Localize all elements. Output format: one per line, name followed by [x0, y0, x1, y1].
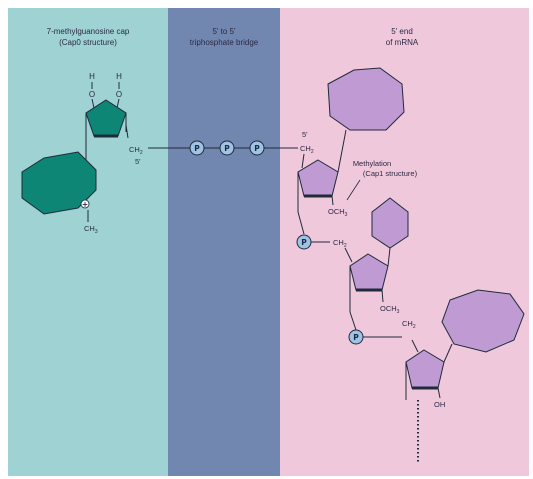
cap-structure: H H O O CH2 5' + CH3	[21, 72, 143, 235]
mrna-ch2-1-bond	[301, 153, 305, 169]
phosphate-circle-1	[189, 140, 205, 156]
cap-base-ring	[21, 151, 97, 215]
mrna-och3-1: OCH3	[328, 207, 348, 218]
mrna-header-line2: of mRNA	[386, 38, 419, 47]
mrna-ch2-3: CH2	[402, 319, 416, 330]
phosphate-label-3: P	[254, 144, 260, 153]
mrna-och3-1-bond	[331, 195, 334, 206]
phosphate-circle-3	[249, 140, 265, 156]
cap-o-left: O	[89, 90, 95, 99]
cap-o-right: O	[116, 90, 122, 99]
mrna-structure: 5' CH2 Methylation (Cap1 structure) OCH3…	[296, 67, 525, 462]
bridge-header-line2: triphosphate bridge	[190, 38, 259, 47]
phosphate-label-2: P	[224, 144, 230, 153]
cap-positive-charge	[80, 199, 90, 209]
mrna-p1-bond	[297, 211, 305, 235]
cap-ch3-label: CH3	[84, 224, 98, 235]
cap-o-bond-right	[116, 98, 120, 109]
mrna-ch2-2-bond	[344, 247, 353, 263]
mrna-glyco-2	[387, 247, 391, 267]
phosphate-circle-2	[219, 140, 235, 156]
mrna-ch2-1: CH2	[300, 144, 314, 155]
cap-ch2-bond	[125, 124, 129, 139]
cap-ch2-label: CH2	[129, 145, 143, 156]
mrna-oh: OH	[434, 400, 445, 409]
mrna-oh-bond	[437, 387, 441, 399]
methylation-pointer	[346, 179, 361, 201]
cap-header-line2: (Cap0 structure)	[59, 38, 117, 47]
mrna-glyco-1	[337, 129, 347, 173]
mrna-five-prime: 5'	[302, 130, 308, 139]
mrna-ch2-3-bond	[411, 339, 419, 353]
cap-o-bond-left	[91, 98, 95, 109]
mrna-och3-2-bond	[381, 289, 384, 303]
triphosphate-bridge: P P P	[148, 140, 298, 156]
methylation-label-line2: (Cap1 structure)	[363, 169, 418, 178]
mrna-phosphate-1-label: P	[301, 238, 307, 247]
mrna-header-line1: 5' end	[391, 27, 413, 36]
bridge-header-line1: 5' to 5'	[212, 27, 236, 36]
mrna-och3-2: OCH3	[380, 304, 400, 315]
mrna-base-3	[441, 289, 525, 353]
cap-plus-sign: +	[82, 200, 88, 209]
phosphate-label-1: P	[194, 144, 200, 153]
cap-h-left: H	[89, 72, 95, 81]
cap-five-prime: 5'	[135, 157, 141, 166]
mrna-glyco-3	[443, 343, 453, 363]
methylation-label-line1: Methylation	[353, 159, 391, 168]
mrna-base-1	[327, 67, 405, 131]
mrna-ch2-2: CH2	[333, 238, 347, 249]
cap-header-line1: 7-methylguanosine cap	[47, 27, 130, 36]
mrna-p2-bond	[349, 311, 357, 331]
cap-h-right: H	[116, 72, 122, 81]
mrna-phosphate-2-label: P	[353, 333, 359, 342]
bridge-panel	[168, 8, 280, 476]
cap-panel	[8, 8, 168, 476]
